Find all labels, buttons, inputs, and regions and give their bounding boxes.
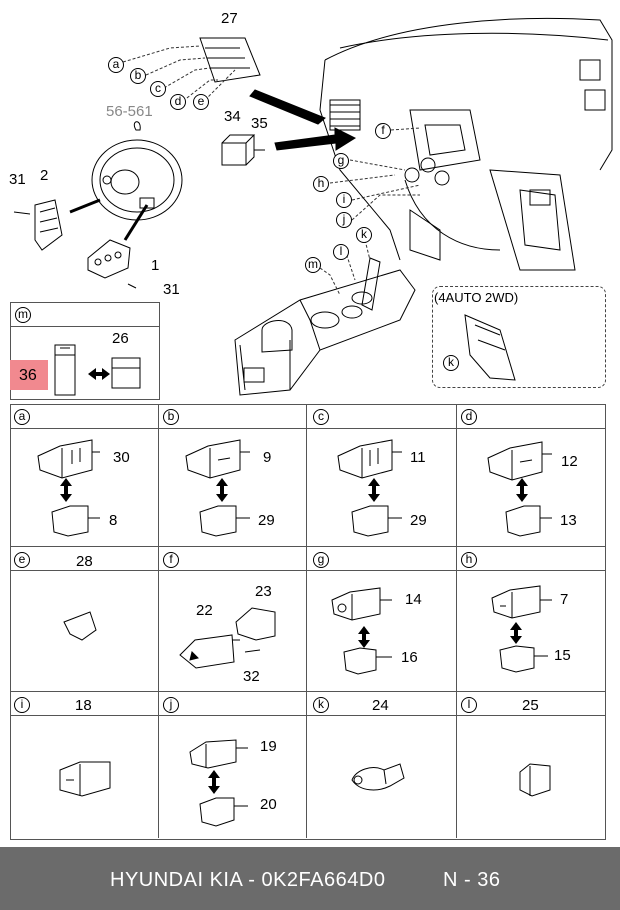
callout-e: e (193, 94, 209, 110)
variant-part-drawing (464, 314, 516, 381)
cell-c-art (337, 439, 402, 537)
cell-e-art (63, 611, 97, 641)
part-label-13: 13 (560, 512, 577, 529)
callout-l: l (333, 244, 349, 260)
cell-j-label: j (163, 697, 179, 713)
highlight-36 (10, 360, 48, 390)
part-label-7: 7 (560, 591, 569, 608)
part-label-12: 12 (561, 453, 578, 470)
cell-m-art (54, 344, 141, 396)
cell-m-box (10, 302, 160, 400)
switch-2-drawing (13, 199, 63, 251)
double-arrows (60, 368, 528, 794)
cell-f-art (179, 607, 276, 669)
part-label-56-561: 56-561 (106, 103, 153, 120)
cell-d-art (487, 441, 552, 537)
part-34-drawing (221, 134, 265, 166)
callout-m: m (305, 257, 321, 273)
callout-d: d (170, 94, 186, 110)
part-label-15: 15 (554, 647, 571, 664)
cell-j-art (189, 739, 248, 827)
part-label-24: 24 (372, 697, 389, 714)
cell-g-art (331, 587, 392, 675)
callout-c: c (150, 81, 166, 97)
part-label-22: 22 (196, 602, 213, 619)
part-label-32: 32 (243, 668, 260, 685)
part-label-29-b: 29 (258, 512, 275, 529)
part-label-2: 2 (40, 167, 49, 184)
arrow-wheel (123, 204, 149, 241)
part-label-27: 27 (221, 10, 238, 27)
callout-a: a (108, 57, 124, 73)
part-label-31-top: 31 (9, 171, 26, 188)
part-label-30: 30 (113, 449, 130, 466)
cell-b-art (185, 439, 250, 537)
footer-bar: HYUNDAI KIA - 0K2FA664D0 N - 36 (0, 847, 620, 910)
cell-g-label: g (313, 552, 329, 568)
part-label-16: 16 (401, 649, 418, 666)
console-drawing (234, 257, 416, 396)
cell-i-label: i (14, 697, 30, 713)
footer-page: N - 36 (443, 869, 501, 891)
callout-g: g (333, 153, 349, 169)
arrow-34 (274, 127, 357, 151)
callout-j: j (336, 212, 352, 228)
parts-grid (10, 404, 606, 840)
cell-i-art (59, 761, 111, 797)
callout-f: f (375, 123, 391, 139)
part-label-23: 23 (255, 583, 272, 600)
callout-i: i (336, 192, 352, 208)
cell-h-art (491, 585, 552, 673)
cell-f-label: f (163, 552, 179, 568)
part-label-35: 35 (251, 115, 268, 132)
variant-label: (4AUTO 2WD) (434, 290, 519, 305)
part-label-36: 36 (19, 367, 37, 384)
part-label-29-c: 29 (410, 512, 427, 529)
part-27-drawing (199, 37, 261, 83)
part-label-11: 11 (410, 449, 426, 466)
part-label-8: 8 (109, 512, 118, 529)
part-label-25: 25 (522, 697, 539, 714)
steering-wheel-drawing (91, 121, 183, 221)
cell-l-art (519, 763, 551, 797)
part-label-18: 18 (75, 697, 92, 714)
part-label-20: 20 (260, 796, 277, 813)
part-label-28: 28 (76, 553, 93, 570)
callout-b: b (130, 68, 146, 84)
cell-c-label: c (313, 409, 329, 425)
detail-drawings (37, 344, 552, 827)
switch-1-drawing (87, 239, 137, 289)
part-label-14: 14 (405, 591, 422, 608)
dashboard-drawing (319, 17, 613, 271)
callout-k: k (356, 227, 372, 243)
part-label-19: 19 (260, 738, 277, 755)
variant-box (432, 286, 606, 388)
part-label-9: 9 (263, 449, 272, 466)
cell-e-label: e (14, 552, 30, 568)
cell-l-label: l (461, 697, 477, 713)
part-label-26: 26 (112, 330, 129, 347)
variant-callout-k: k (443, 355, 459, 371)
cell-m-label: m (15, 307, 31, 323)
cell-b-label: b (163, 409, 179, 425)
cell-a-label: a (14, 409, 30, 425)
callout-h: h (313, 176, 329, 192)
cell-a-art (37, 439, 100, 537)
footer-part-number: HYUNDAI KIA - 0K2FA664D0 (110, 869, 386, 891)
part-label-1: 1 (151, 257, 160, 274)
arrow-27 (249, 89, 326, 125)
cell-d-label: d (461, 409, 477, 425)
cell-k-label: k (313, 697, 329, 713)
part-label-34: 34 (224, 108, 241, 125)
part-label-31-bottom: 31 (163, 281, 180, 298)
cell-h-label: h (461, 552, 477, 568)
cell-k-art (351, 763, 405, 791)
